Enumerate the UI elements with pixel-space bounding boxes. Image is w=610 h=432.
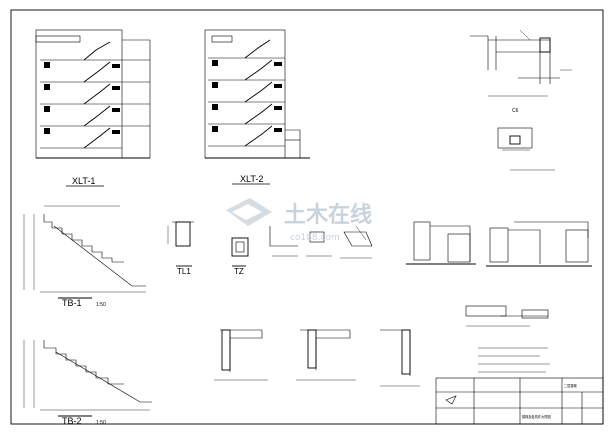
sheet-border	[10, 9, 604, 425]
label-xlt1: XLT-1	[72, 176, 95, 186]
tb2-slab	[23, 340, 152, 417]
watermark: 土木在线 co188.com	[226, 198, 372, 243]
label-xlt2: XLT-2	[240, 174, 263, 184]
scale-tb2: 1:50	[96, 420, 106, 426]
section-xlt1	[35, 29, 151, 159]
tb1-slab	[23, 205, 146, 299]
section-xlt2	[204, 29, 310, 159]
label-tl1: TL1	[177, 267, 191, 276]
foundation-details	[406, 221, 592, 267]
label-c6: C6	[512, 108, 519, 114]
scale-tb1: 1:50	[96, 302, 106, 308]
watermark-cn: 土木在线	[284, 202, 372, 228]
tz-section	[231, 237, 249, 267]
label-tz: TZ	[234, 267, 244, 276]
tl1-section	[167, 221, 194, 267]
node-details-row2	[214, 329, 420, 387]
notes-area	[465, 305, 550, 373]
title-block-project: 二层楼梯	[564, 383, 578, 388]
title-block	[435, 377, 604, 425]
label-tb1: TB-1	[62, 298, 82, 308]
node-details-row1	[269, 225, 373, 259]
label-tb2: TB-2	[62, 416, 82, 426]
watermark-en: co188.com	[290, 233, 340, 243]
title-block-sheet: 楼梯及各构件大样图	[522, 414, 551, 419]
platform-detail	[470, 29, 572, 171]
